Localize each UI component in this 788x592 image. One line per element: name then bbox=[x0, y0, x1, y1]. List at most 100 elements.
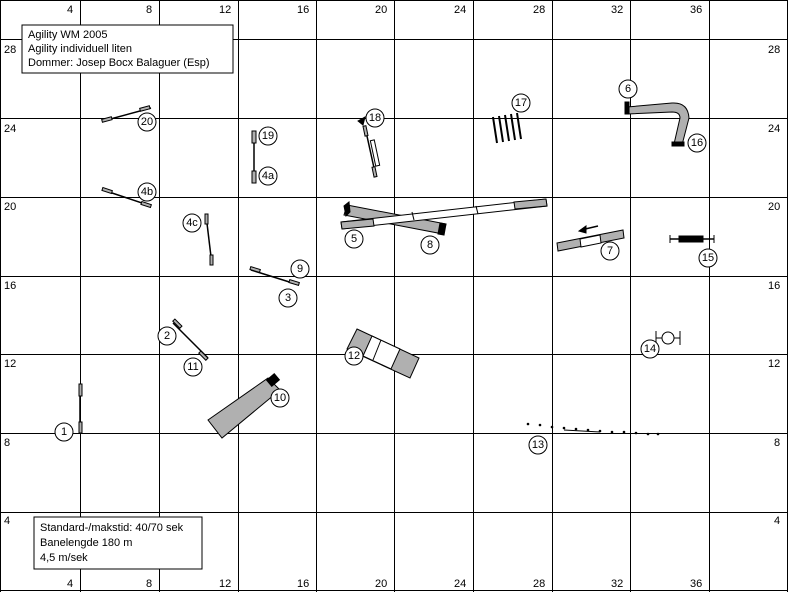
svg-text:15: 15 bbox=[702, 252, 714, 264]
svg-text:1: 1 bbox=[61, 426, 67, 438]
course-info-box: Agility WM 2005 Agility individuell lite… bbox=[21, 24, 234, 74]
top-tick: 24 bbox=[454, 4, 466, 16]
number-badge-4c: 4c bbox=[182, 213, 202, 233]
top-tick: 12 bbox=[219, 4, 231, 16]
number-badge-2: 2 bbox=[157, 326, 177, 346]
direction-arrow-icon bbox=[357, 115, 366, 126]
right-tick: 16 bbox=[768, 280, 780, 292]
right-tick: 4 bbox=[774, 515, 780, 527]
left-tick: 20 bbox=[4, 201, 16, 213]
svg-text:7: 7 bbox=[607, 245, 613, 257]
bottom-tick: 8 bbox=[146, 578, 152, 590]
number-badge-5: 5 bbox=[344, 229, 364, 249]
svg-text:2: 2 bbox=[164, 330, 170, 342]
number-badge-15: 15 bbox=[698, 248, 718, 268]
obstacle-17-weave bbox=[492, 112, 522, 144]
top-tick: 4 bbox=[67, 4, 73, 16]
bottom-tick: 36 bbox=[690, 578, 702, 590]
bottom-tick: 24 bbox=[454, 578, 466, 590]
number-badge-16: 16 bbox=[687, 133, 707, 153]
svg-text:9: 9 bbox=[297, 263, 303, 275]
svg-text:18: 18 bbox=[369, 112, 381, 124]
obstacle-20-jump bbox=[101, 105, 152, 123]
svg-text:8: 8 bbox=[427, 239, 433, 251]
number-badge-18: 18 bbox=[365, 108, 385, 128]
left-axis: 28 24 20 16 12 8 4 bbox=[4, 44, 16, 527]
number-badge-14: 14 bbox=[640, 339, 660, 359]
svg-text:11: 11 bbox=[187, 361, 198, 373]
bottom-tick: 28 bbox=[533, 578, 545, 590]
bottom-tick: 20 bbox=[375, 578, 387, 590]
svg-text:14: 14 bbox=[644, 343, 656, 355]
top-tick: 32 bbox=[611, 4, 623, 16]
info-class: Agility individuell liten bbox=[28, 43, 132, 55]
obstacle-12-tunnel bbox=[346, 328, 420, 379]
bottom-axis: 4 8 12 16 20 24 28 32 36 bbox=[67, 578, 702, 590]
svg-text:13: 13 bbox=[532, 439, 544, 451]
info-judge: Dommer: Josep Bocx Balaguer (Esp) bbox=[28, 57, 210, 69]
obstacle-18-jump bbox=[357, 115, 381, 178]
top-axis: 4 8 12 16 20 24 28 32 36 bbox=[67, 4, 702, 16]
top-tick: 28 bbox=[533, 4, 545, 16]
number-badge-19: 19 bbox=[258, 126, 278, 146]
number-badge-8: 8 bbox=[420, 235, 440, 255]
left-tick: 12 bbox=[4, 358, 16, 370]
number-badge-12: 12 bbox=[344, 346, 364, 366]
number-badge-1: 1 bbox=[54, 422, 74, 442]
course-stats-box: Standard-/makstid: 40/70 sek Banelengde … bbox=[33, 516, 203, 570]
svg-text:5: 5 bbox=[351, 233, 357, 245]
svg-text:16: 16 bbox=[691, 137, 703, 149]
number-badge-9: 9 bbox=[290, 259, 310, 279]
number-badge-11: 11 bbox=[183, 357, 203, 377]
number-badge-7: 7 bbox=[600, 241, 620, 261]
left-tick: 24 bbox=[4, 123, 16, 135]
direction-arrow-icon bbox=[577, 225, 587, 234]
obstacle-14-tire bbox=[655, 331, 681, 345]
obstacle-19-jump bbox=[251, 130, 257, 184]
right-tick: 8 bbox=[774, 437, 780, 449]
obstacle-1-jump bbox=[78, 383, 83, 434]
obstacle-7-contact bbox=[556, 225, 625, 252]
number-badge-4b: 4b bbox=[137, 182, 157, 202]
number-badge-20: 20 bbox=[137, 112, 157, 132]
svg-text:4c: 4c bbox=[186, 217, 198, 229]
svg-text:19: 19 bbox=[262, 130, 274, 142]
svg-text:4a: 4a bbox=[262, 170, 275, 182]
right-tick: 20 bbox=[768, 201, 780, 213]
number-badge-3: 3 bbox=[278, 288, 298, 308]
obstacle-15-jump bbox=[669, 235, 715, 243]
top-tick: 36 bbox=[690, 4, 702, 16]
stats-length: Banelengde 180 m bbox=[40, 537, 132, 549]
obstacle-6-tunnel bbox=[624, 101, 690, 147]
svg-text:3: 3 bbox=[285, 292, 291, 304]
svg-text:12: 12 bbox=[348, 350, 360, 362]
svg-text:20: 20 bbox=[141, 116, 153, 128]
left-tick: 8 bbox=[4, 437, 10, 449]
obstacles bbox=[78, 101, 715, 439]
obstacle-3-jump bbox=[249, 266, 300, 287]
obstacle-4c-jump bbox=[204, 213, 214, 266]
stats-time: Standard-/makstid: 40/70 sek bbox=[40, 522, 184, 534]
obstacle-13-weave bbox=[526, 422, 660, 436]
svg-text:17: 17 bbox=[515, 97, 527, 109]
top-tick: 16 bbox=[297, 4, 309, 16]
svg-text:10: 10 bbox=[274, 392, 286, 404]
bottom-tick: 32 bbox=[611, 578, 623, 590]
left-tick: 4 bbox=[4, 515, 10, 527]
right-tick: 12 bbox=[768, 358, 780, 370]
right-tick: 24 bbox=[768, 123, 780, 135]
svg-text:4b: 4b bbox=[141, 186, 153, 198]
top-tick: 8 bbox=[146, 4, 152, 16]
bottom-tick: 16 bbox=[297, 578, 309, 590]
obstacle-5-8-contacts bbox=[340, 198, 548, 236]
stats-speed: 4,5 m/sek bbox=[40, 552, 88, 564]
bottom-tick: 12 bbox=[219, 578, 231, 590]
number-badge-4a: 4a bbox=[258, 166, 278, 186]
obstacle-4b-jump bbox=[101, 186, 153, 209]
right-axis: 28 24 20 16 12 8 4 bbox=[768, 44, 780, 527]
number-badge-10: 10 bbox=[270, 388, 290, 408]
info-event: Agility WM 2005 bbox=[28, 29, 107, 41]
top-tick: 20 bbox=[375, 4, 387, 16]
obstacle-numbers: 1 20 4b 4c 19 4a 9 3 2 11 10 18 5 8 12 1… bbox=[54, 79, 718, 455]
